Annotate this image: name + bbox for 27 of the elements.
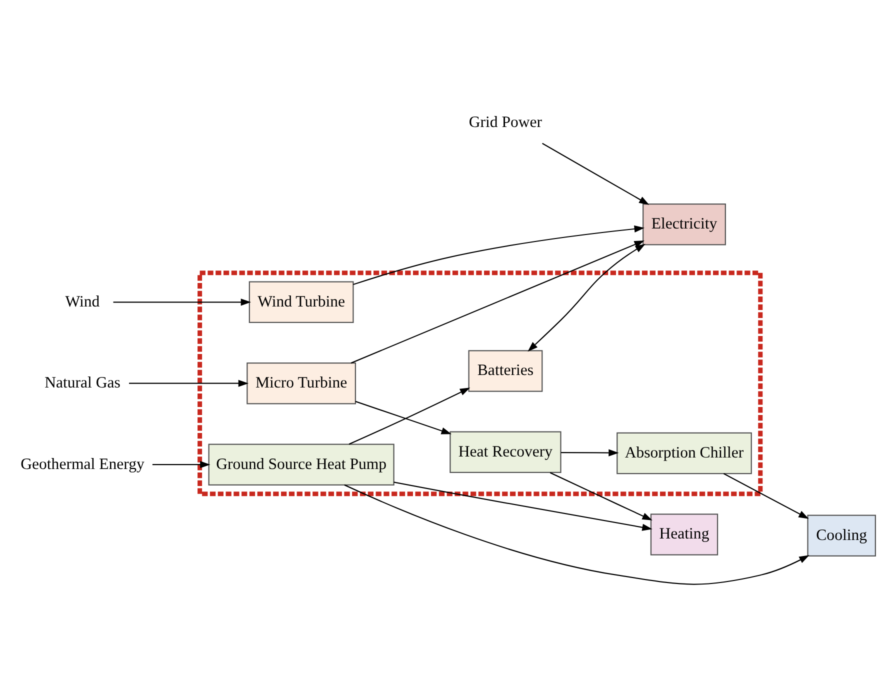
node-box: Batteries bbox=[468, 350, 543, 392]
node-text: Natural Gas bbox=[44, 374, 120, 392]
node-box: Electricity bbox=[642, 203, 726, 246]
node-text: Grid Power bbox=[468, 114, 542, 131]
node-box: Heat Recovery bbox=[450, 431, 562, 474]
node-text: Geothermal Energy bbox=[20, 456, 144, 473]
arrow bbox=[344, 484, 810, 585]
arrow bbox=[542, 142, 650, 205]
arrow bbox=[550, 472, 652, 520]
arrow bbox=[348, 388, 470, 445]
arrow bbox=[129, 380, 249, 387]
arrow bbox=[394, 482, 652, 531]
cluster bbox=[198, 270, 763, 496]
arrow bbox=[561, 449, 619, 456]
node-box: Cooling bbox=[807, 514, 876, 556]
node-box: Absorption Chiller bbox=[616, 432, 752, 474]
arrow bbox=[528, 244, 646, 352]
node-box: Ground Source Heat Pump bbox=[208, 444, 394, 486]
node-box: Wind Turbine bbox=[248, 281, 354, 324]
arrow bbox=[355, 400, 452, 434]
node-text: Wind bbox=[65, 293, 100, 310]
arrow bbox=[350, 240, 644, 364]
node-box: Heating bbox=[650, 514, 718, 556]
arrow bbox=[152, 461, 210, 468]
arrow bbox=[353, 225, 644, 286]
node-box: Micro Turbine bbox=[246, 362, 356, 404]
arrow bbox=[113, 298, 252, 306]
